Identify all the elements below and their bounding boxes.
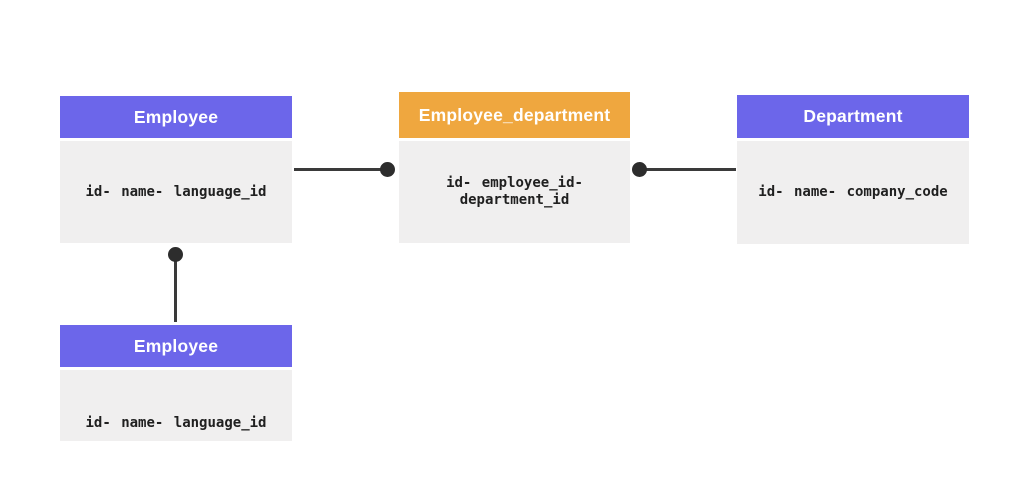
entity-fields: id- name- company_code xyxy=(758,184,948,200)
entity-department: Department id- name- company_code xyxy=(737,95,969,244)
entity-title: Employee_department xyxy=(418,104,611,125)
entity-fields: id- name- language_id xyxy=(85,183,267,200)
connector-employee-to-employee xyxy=(174,254,177,322)
connector-junction-to-department xyxy=(640,168,736,171)
connector-dot-employee-bottom xyxy=(168,247,183,262)
connector-employee-to-junction xyxy=(294,168,388,171)
entity-title: Employee xyxy=(133,335,219,356)
entity-employee-bottom: Employee id- name- language_id xyxy=(60,325,292,441)
entity-employee-top: Employee id- name- language_id xyxy=(60,96,292,243)
entity-fields: id- employee_id- department_id xyxy=(446,175,583,208)
entity-department-body: id- name- company_code xyxy=(737,141,969,244)
connector-dot-junction-left xyxy=(380,162,395,177)
entity-employee-department-header: Employee_department xyxy=(399,92,630,138)
entity-employee-top-header: Employee xyxy=(60,96,292,138)
entity-title: Department xyxy=(803,106,903,126)
entity-department-header: Department xyxy=(737,95,969,138)
entity-title: Employee xyxy=(133,106,219,127)
entity-employee-top-body: id- name- language_id xyxy=(60,141,292,243)
entity-employee-bottom-body: id- name- language_id xyxy=(60,370,292,441)
entity-employee-bottom-header: Employee xyxy=(60,325,292,367)
entity-fields: id- name- language_id xyxy=(85,415,267,431)
connector-dot-junction-right xyxy=(632,162,647,177)
entity-employee-department-body: id- employee_id- department_id xyxy=(399,141,630,243)
entity-employee-department: Employee_department id- employee_id- dep… xyxy=(399,92,630,243)
